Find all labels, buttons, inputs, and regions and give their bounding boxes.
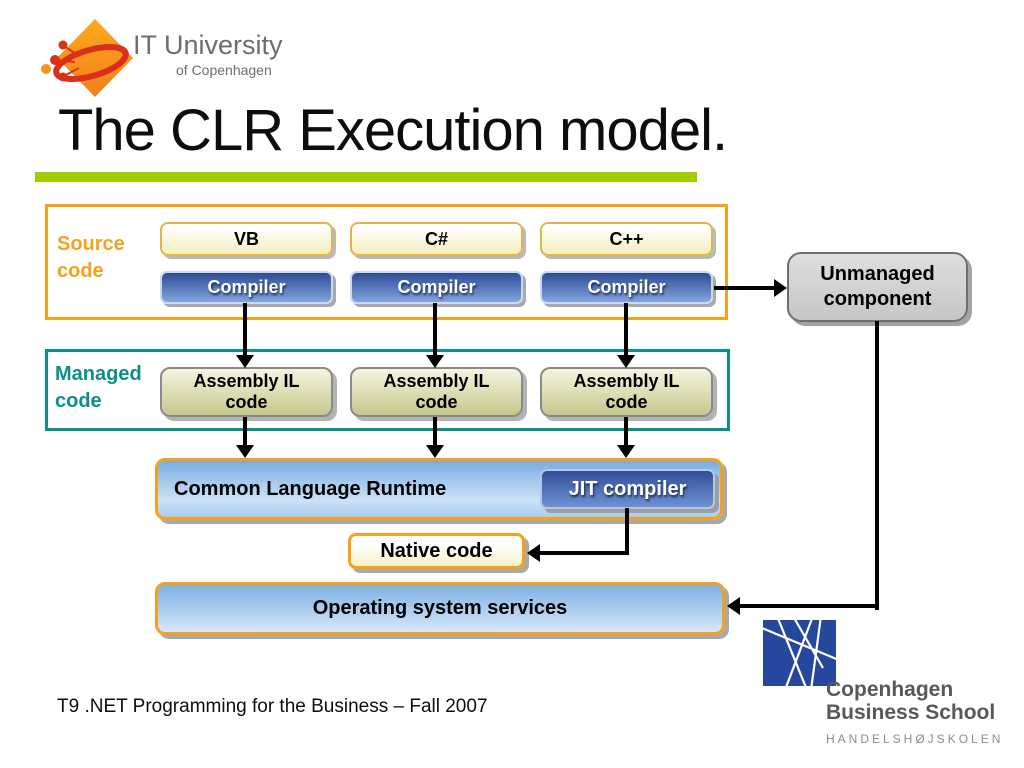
arrow-assembly3-clr-head bbox=[617, 445, 635, 458]
arrow-unmanaged-os-head bbox=[727, 597, 740, 615]
unmanaged-component-label: Unmanaged component bbox=[820, 263, 935, 310]
assembly-il-box-1: Assembly IL code bbox=[160, 367, 333, 417]
arrow-compiler3-assembly3-line bbox=[624, 303, 628, 357]
source-code-group-label: Source code bbox=[57, 233, 125, 282]
arrow-assembly1-clr-line bbox=[243, 417, 247, 447]
arrow-compiler1-assembly1-head bbox=[236, 355, 254, 368]
assembly-il-label: Assembly IL code bbox=[573, 371, 680, 412]
arrow-compiler3-unmanaged-line bbox=[714, 286, 776, 290]
assembly-il-box-3: Assembly IL code bbox=[540, 367, 713, 417]
os-services-box: Operating system services bbox=[155, 582, 725, 635]
language-box-cpp: C++ bbox=[540, 222, 713, 256]
arrow-jit-native-vline bbox=[625, 508, 629, 555]
cbs-line3: HANDELSHØJSKOLEN bbox=[826, 732, 1004, 746]
language-box-vb: VB bbox=[160, 222, 333, 256]
cbs-logo-text: Copenhagen Business School HANDELSHØJSKO… bbox=[826, 678, 1003, 751]
native-code-box: Native code bbox=[348, 533, 525, 569]
arrow-jit-native-head bbox=[527, 544, 540, 562]
compiler-box-vb: Compiler bbox=[160, 271, 333, 304]
arrow-compiler1-assembly1-line bbox=[243, 303, 247, 357]
language-box-csharp: C# bbox=[350, 222, 523, 256]
arrow-jit-native-hline bbox=[540, 551, 629, 555]
assembly-il-label: Assembly IL code bbox=[193, 371, 300, 412]
cbs-line2: Business School bbox=[826, 701, 996, 724]
managed-code-group-frame bbox=[45, 349, 730, 431]
cbs-logo-icon bbox=[756, 615, 840, 691]
compiler-box-cpp: Compiler bbox=[540, 271, 713, 304]
jit-compiler-box: JIT compiler bbox=[540, 469, 715, 509]
managed-code-group-label: Managed code bbox=[55, 363, 142, 412]
arrow-compiler2-assembly2-line bbox=[433, 303, 437, 357]
arrow-compiler3-assembly3-head bbox=[617, 355, 635, 368]
itu-logo-icon bbox=[38, 16, 138, 105]
itu-logo-subtitle: of Copenhagen bbox=[176, 62, 272, 78]
arrow-assembly2-clr-line bbox=[433, 417, 437, 447]
page-title: The CLR Execution model. bbox=[58, 98, 728, 163]
assembly-il-label: Assembly IL code bbox=[383, 371, 490, 412]
arrow-unmanaged-os-hline bbox=[740, 604, 879, 608]
clr-label: Common Language Runtime bbox=[174, 477, 447, 500]
title-underline-bar bbox=[35, 172, 697, 182]
unmanaged-component-box: Unmanaged component bbox=[787, 252, 968, 322]
source-code-group-frame bbox=[45, 204, 728, 320]
arrow-unmanaged-os-vline bbox=[875, 321, 879, 610]
itu-logo-title: IT University bbox=[133, 30, 283, 60]
arrow-assembly3-clr-line bbox=[624, 417, 628, 447]
compiler-box-csharp: Compiler bbox=[350, 271, 523, 304]
footer-text: T9 .NET Programming for the Business – F… bbox=[57, 696, 488, 717]
arrow-assembly1-clr-head bbox=[236, 445, 254, 458]
arrow-assembly2-clr-head bbox=[426, 445, 444, 458]
assembly-il-box-2: Assembly IL code bbox=[350, 367, 523, 417]
arrow-compiler2-assembly2-head bbox=[426, 355, 444, 368]
cbs-line1: Copenhagen bbox=[826, 678, 954, 701]
arrow-compiler3-unmanaged-head bbox=[774, 279, 787, 297]
